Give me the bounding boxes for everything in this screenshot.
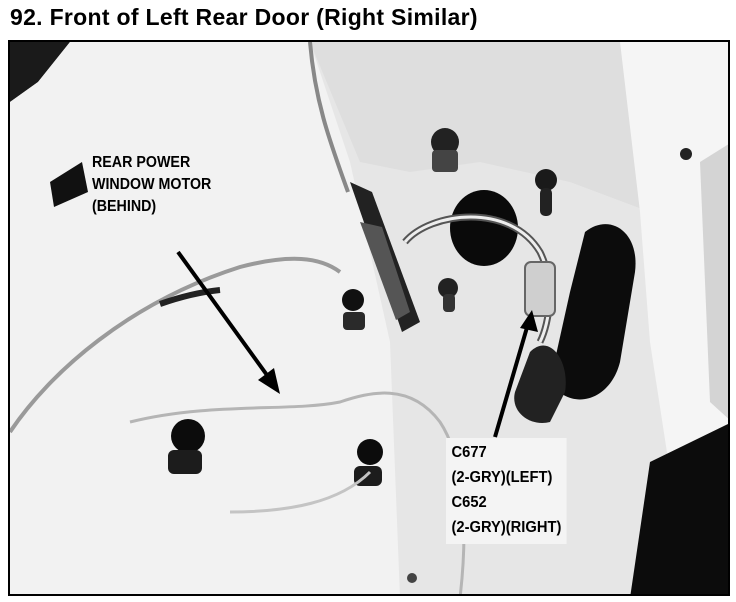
door-photo — [8, 40, 730, 596]
figure-title: 92. Front of Left Rear Door (Right Simil… — [10, 4, 478, 30]
motor-callout: REAR POWER WINDOW MOTOR (BEHIND) — [92, 152, 211, 218]
motor-callout-line: WINDOW MOTOR — [92, 176, 212, 193]
connector-callout-line: C652 — [451, 494, 487, 511]
connector-callout-line: (2-GRY)(RIGHT) — [451, 519, 562, 536]
connector-callout-line: (2-GRY)(LEFT) — [451, 469, 553, 486]
connector-callout-line: C677 — [451, 444, 487, 461]
door-photo-drawing — [10, 42, 728, 594]
connector-callout: C677 (2-GRY)(LEFT) C652 (2-GRY)(RIGHT) — [446, 438, 567, 544]
motor-callout-line: REAR POWER — [92, 154, 191, 171]
motor-callout-line: (BEHIND) — [92, 198, 157, 215]
